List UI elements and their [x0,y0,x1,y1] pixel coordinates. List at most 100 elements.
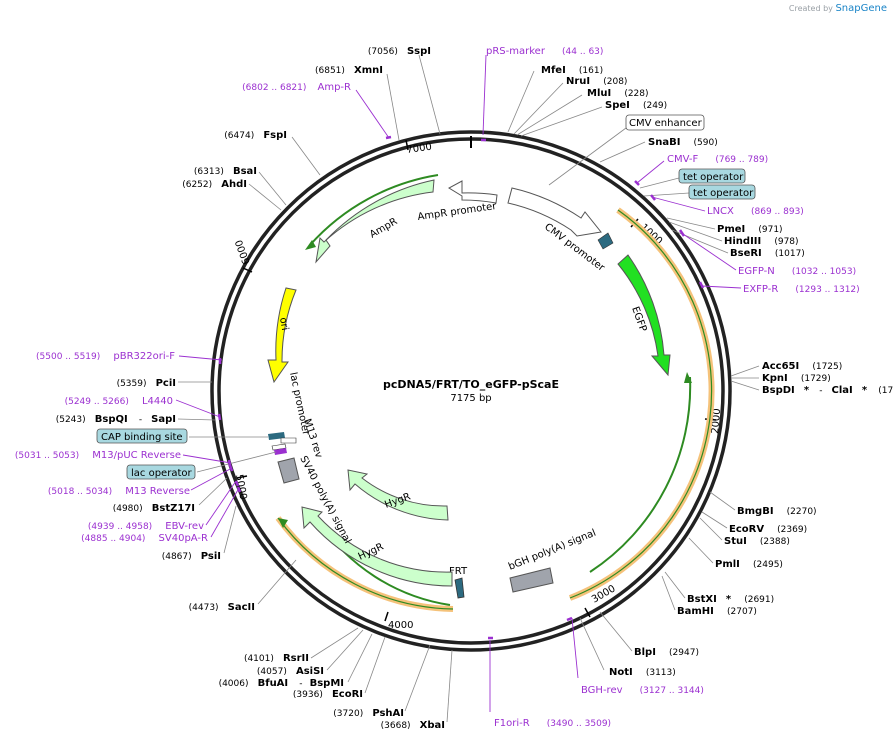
primer-sv40pa-name: SV40pA-R [159,533,208,544]
snapgene-credit: Created by SnapGene [789,3,887,14]
site-sacii: (4473) SacII [189,595,255,614]
primer-mark-cmvf [634,180,640,186]
site-blpi: BlpI (2947) [634,640,699,659]
leader-blpi [599,611,633,652]
site-ecorv: EcoRV (2369) [729,517,807,536]
egfp-arrow [617,254,671,377]
site-bspdi-star: * [804,385,810,396]
primer-ebv-pos: (4939 .. 4958) [88,522,152,532]
leader-lncx [651,196,706,212]
site-noti: NotI (3113) [609,660,676,679]
site-clai-name: ClaI [832,385,853,396]
leader-cmvf [636,160,665,184]
site-fspi-pos: (6474) [224,131,254,141]
site-bspqi: (5243) BspQI - SapI [56,407,176,426]
leader-m13puc [182,454,232,464]
primer-ampr-pos: (6802 .. 6821) [242,83,306,93]
leader-stui [699,517,723,541]
primer-mark-l4440 [217,413,222,421]
orf-line-ampr [309,174,439,246]
site-ecori: (3936) EcoRI [293,682,363,701]
primer-sv40pa-pos: (4885 .. 4904) [81,534,145,544]
site-snabi-name: SnaBI [648,137,680,148]
primer-m13rev-name: M13 Reverse [125,486,190,497]
site-mlui-pos: (228) [624,89,648,99]
ampr-arrow [315,179,435,264]
site-bmgbi-name: BmgBI [737,506,774,517]
ori-arrow [267,287,297,384]
site-sapi-name: SapI [151,414,176,425]
leader-exfpr [701,285,742,289]
site-pshai: (3720) PshAI [333,701,404,720]
sv40-polya-box [277,457,300,484]
tick-mark-4000 [384,611,389,622]
leader-noti [579,617,605,671]
primer-mark-m13puc [227,459,232,467]
site-pshai-name: PshAI [372,708,404,719]
site-bspqi-pos: (5243) [56,415,86,425]
site-bstxi: BstXI * (2691) [687,587,774,606]
primer-egfpn-pos: (1032 .. 1053) [792,267,856,277]
lac-operator-label: lac operator [131,468,192,479]
site-stui-name: StuI [724,536,747,547]
primer-mark-lncx [650,194,656,201]
plasmid-size: 7175 bp [450,393,491,404]
leader-pmli [688,537,714,564]
primer-pbr-pos: (5500 .. 5519) [36,352,100,362]
primer-bghrev-pos: (3127 .. 3144) [640,686,704,696]
bgh-polya-box [509,567,554,593]
site-rsrii-pos: (4101) [244,654,274,664]
site-hindiii-pos: (978) [774,237,798,247]
site-asisi-name: AsiSI [296,666,324,677]
site-pmli: PmlI (2495) [715,552,783,571]
primer-egfpn: EGFP-N (1032 .. 1053) [738,259,856,278]
site-ecorv-pos: (2369) [777,525,807,535]
frt-label: FRT [449,566,468,577]
site-mfei-name: MfeI [541,65,566,76]
orf-ampr-arrowhead [305,240,316,250]
site-bseri: BseRI (1017) [730,241,805,260]
site-blpi-pos: (2947) [669,648,699,658]
primer-mark-exfpr [698,281,705,289]
hygr-outer-arrow [347,469,449,521]
leader-mlui [516,94,583,136]
primer-f1ori-name: F1ori-R [494,718,530,729]
site-acc65i-name: Acc65I [762,361,799,372]
site-psii-pos: (4867) [162,552,192,562]
site-xmni-name: XmnI [354,65,383,76]
site-ahdi: (6252) AhdI [182,172,247,191]
primer-m13puc-pos: (5031 .. 5053) [15,451,79,461]
primer-exfpr-pos: (1293 .. 1312) [795,285,859,295]
primer-lncx-name: LNCX [707,206,734,217]
site-sspi-pos: (7056) [368,47,398,57]
primer-ebv-name: EBV-rev [165,521,204,532]
primer-prs: pRS-marker (44 .. 63) [486,39,603,58]
site-sacii-name: SacII [228,602,255,613]
site-pmei: PmeI (971) [717,217,783,236]
primer-m13rev-pos: (5018 .. 5034) [48,487,112,497]
primer-bghrev: BGH-rev (3127 .. 3144) [581,678,704,697]
site-spei-name: SpeI [605,100,630,111]
leader-pbr [178,355,223,361]
site-xmni-pos: (6851) [315,66,345,76]
tick-mark-5000 [236,475,248,479]
leader-ahdi [248,183,282,211]
ori-label: ori [277,317,290,332]
site-bseri-name: BseRI [730,248,762,259]
site-bspmi-name: BspMI [310,678,344,689]
site-bsai-name: BsaI [233,166,257,177]
snapgene-logo-text: SnapGene [835,3,887,14]
tick-label-5000: 5000 [233,474,248,501]
primer-mark-m13rev [228,464,234,472]
primer-ampr-name: Amp-R [318,82,352,93]
credit-prefix: Created by [788,4,833,13]
orf-egfp-line [569,209,713,599]
primer-mark-ebv [234,480,240,487]
site-fspi: (6474) FspI [224,123,287,142]
leader-mfei [507,70,535,133]
leader-psii [223,505,237,554]
site-pcii: (5359) PciI [117,371,176,390]
site-rsrii: (4101) RsrII [244,646,309,665]
leader-pmei [666,217,716,230]
site-bamhi: BamHI (2707) [677,599,757,618]
